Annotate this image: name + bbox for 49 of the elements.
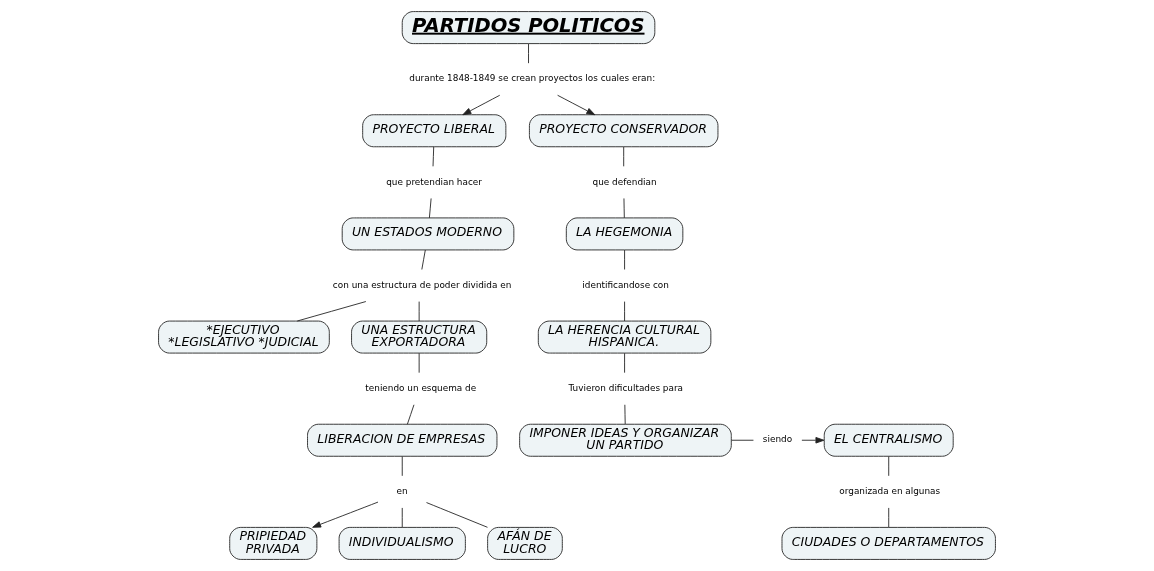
connector	[624, 404, 626, 425]
node-text: siendo	[762, 434, 793, 445]
node-text: que pretendian hacer	[386, 176, 482, 187]
connector	[623, 146, 625, 167]
connector	[401, 455, 403, 477]
node-box: IMPONER IDEAS Y ORGANIZAR UN PARTIDO	[519, 423, 732, 457]
arrow	[801, 437, 825, 444]
connector	[528, 43, 529, 64]
node-box: UNA ESTRUCTURA EXPORTADORA	[351, 320, 488, 354]
connector	[888, 507, 890, 528]
connector	[432, 146, 435, 167]
connector	[406, 404, 415, 425]
node-box: *EJECUTIVO *LEGISLATIVO *JUDICIAL	[158, 320, 330, 354]
connector	[888, 455, 890, 477]
node-box: EL CENTRALISMO	[823, 423, 954, 457]
node-text: Tuvieron dificultades para	[568, 382, 684, 393]
node-box: PROYECTO CONSERVADOR	[528, 114, 719, 148]
node-box: LA HEGEMONIA	[565, 217, 684, 251]
arrow	[462, 94, 501, 116]
node-box: PROYECTO LIBERAL	[362, 114, 507, 148]
node-text: teniendo un esquema de	[365, 382, 477, 393]
node-box: LIBERACION DE EMPRESAS	[307, 423, 498, 457]
node-box: AFÁN DE LUCRO	[487, 526, 563, 560]
connector	[731, 439, 754, 441]
connector	[624, 352, 626, 374]
node-text: con una estructura de poder dividida en	[332, 279, 512, 290]
connector	[428, 198, 432, 219]
node-box: INDIVIDUALISMO	[338, 526, 466, 560]
connector	[624, 301, 626, 322]
arrow	[312, 501, 379, 528]
node-text: que defendian	[592, 176, 657, 187]
connector	[418, 301, 420, 322]
node-box: PARTIDOS POLITICOS	[401, 11, 656, 45]
connector	[421, 249, 426, 270]
arrow	[557, 94, 596, 116]
connector	[624, 249, 626, 270]
node-text: organizada en algunas	[839, 486, 941, 497]
connector	[623, 198, 625, 219]
node-text: en	[396, 486, 408, 497]
connector	[418, 352, 420, 374]
node-text: durante 1848-1849 se crean proyectos los cuales eran:	[409, 73, 656, 84]
node-box: PRIPIEDAD PRIVADA	[229, 526, 318, 560]
node-box: LA HERENCIA CULTURAL HISPANICA.	[537, 320, 712, 354]
node-box: UN ESTADOS MODERNO	[341, 217, 515, 251]
connector	[296, 301, 367, 322]
connector	[426, 502, 488, 528]
node-text: identificandose con	[582, 279, 669, 290]
connector	[401, 507, 403, 528]
node-box: CIUDADES O DEPARTAMENTOS	[781, 526, 996, 560]
